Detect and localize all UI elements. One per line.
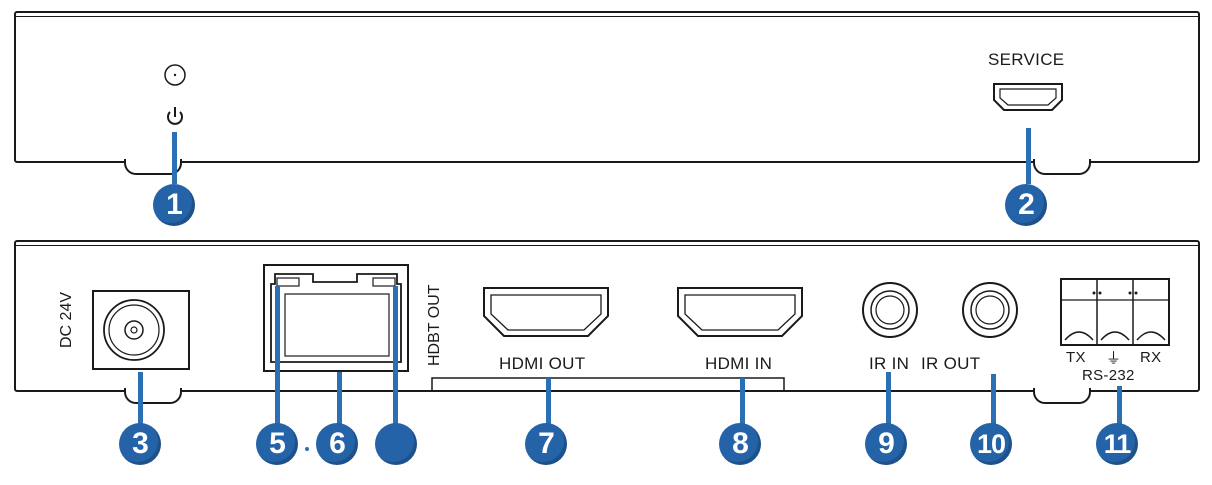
callout-separator-dot xyxy=(305,447,309,451)
callout-9: 9 xyxy=(865,423,907,465)
rear-foot-right xyxy=(1033,388,1091,404)
led-indicator-icon xyxy=(164,64,186,86)
ir-in-label: IR IN xyxy=(869,354,910,373)
callout-line-1 xyxy=(172,132,177,184)
callout-line-2 xyxy=(1026,128,1031,184)
callout-led-indicator xyxy=(375,423,417,465)
ir-out-jack-icon[interactable] xyxy=(960,280,1020,340)
front-panel xyxy=(14,11,1200,163)
callout-line-5 xyxy=(275,286,280,428)
ir-out-label: IR OUT xyxy=(921,354,981,373)
dc-label: DC 24V xyxy=(58,291,75,348)
front-foot-right xyxy=(1033,159,1091,175)
hdbt-label: HDBT OUT xyxy=(426,284,443,366)
callout-line-led xyxy=(393,286,398,428)
callout-line-11 xyxy=(1117,386,1122,426)
rs232-rx-label: RX xyxy=(1140,349,1162,366)
callout-8: 8 xyxy=(719,423,761,465)
rear-foot-left xyxy=(124,388,182,404)
callout-3: 3 xyxy=(119,423,161,465)
power-icon[interactable] xyxy=(165,106,185,128)
callout-7: 7 xyxy=(525,423,567,465)
callout-line-8 xyxy=(740,378,745,426)
service-label: SERVICE xyxy=(988,50,1065,69)
hdmi-out-label: HDMI OUT xyxy=(499,354,586,373)
service-port-icon[interactable] xyxy=(990,82,1066,114)
front-foot-left xyxy=(124,159,182,175)
callout-line-3 xyxy=(138,372,143,426)
hdbt-rj45-port-icon[interactable] xyxy=(263,264,409,372)
hdmi-out-port-icon[interactable] xyxy=(480,284,612,340)
hdmi-group-bracket xyxy=(431,377,785,390)
callout-11: 11 xyxy=(1096,423,1138,465)
callout-10: 10 xyxy=(970,423,1012,465)
callout-line-10 xyxy=(991,374,996,426)
hdmi-in-label: HDMI IN xyxy=(705,354,773,373)
rs232-tx-label: TX xyxy=(1066,349,1086,366)
callout-5: 5 xyxy=(256,423,298,465)
rs232-label: RS-232 xyxy=(1082,367,1135,384)
callout-1: 1 xyxy=(153,184,195,226)
ir-in-jack-icon[interactable] xyxy=(860,280,920,340)
callout-line-6 xyxy=(337,372,342,426)
rs232-ground-label: ⏚ xyxy=(1106,350,1122,367)
hdmi-in-port-icon[interactable] xyxy=(674,284,806,340)
rs232-terminal-block-icon[interactable] xyxy=(1060,278,1170,348)
dc-power-jack-icon[interactable] xyxy=(92,290,190,370)
callout-line-9 xyxy=(886,372,891,426)
callout-line-7 xyxy=(546,378,551,426)
callout-2: 2 xyxy=(1005,184,1047,226)
callout-6: 6 xyxy=(316,423,358,465)
